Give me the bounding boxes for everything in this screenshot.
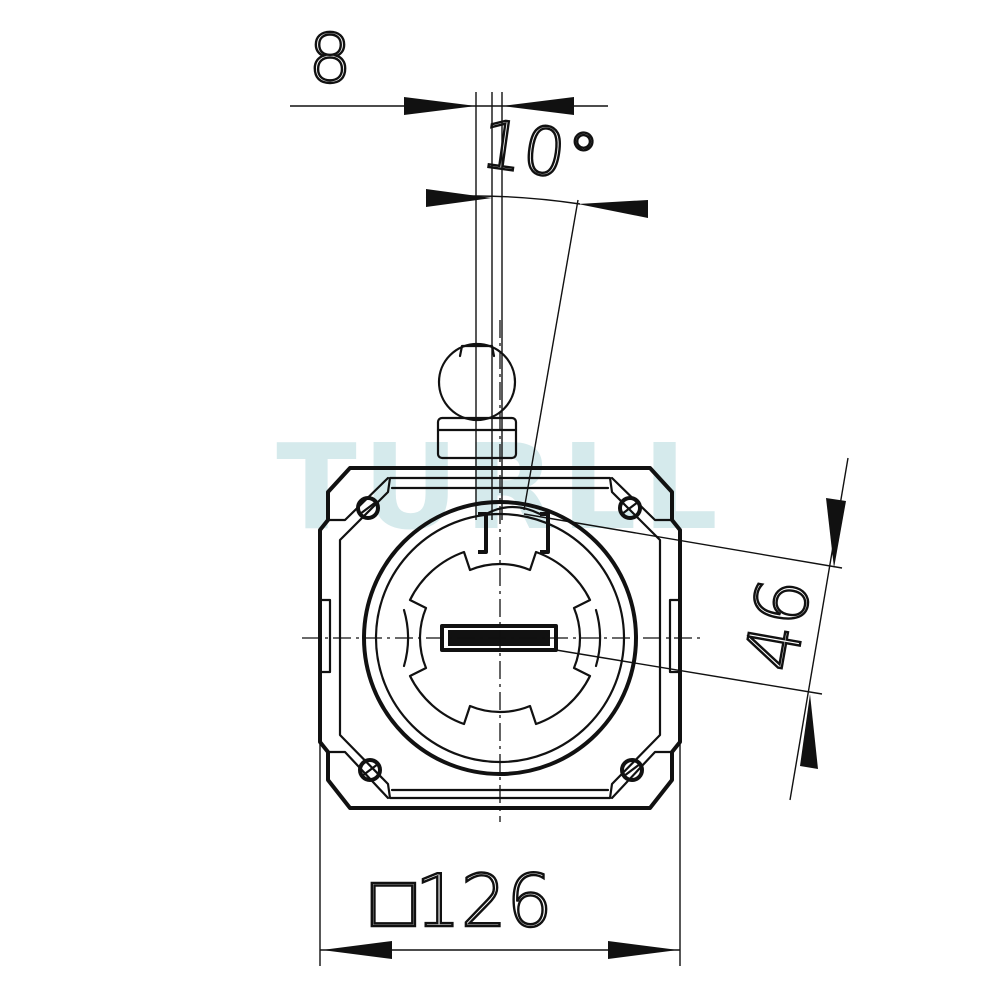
switch-housing — [318, 466, 682, 810]
screw-top-right — [618, 496, 642, 520]
screw-top-left — [356, 496, 380, 520]
dim-8-label: 8 — [308, 20, 351, 99]
dimension-square-126: □126 — [319, 742, 681, 966]
dimension-diameter-46: 46 — [523, 457, 849, 801]
screw-bottom-left — [358, 758, 382, 782]
screw-bottom-right — [620, 758, 644, 782]
dimension-angle-10: 10° — [425, 104, 648, 511]
dimension-offset-8: 8 — [290, 19, 608, 115]
dim-10-label: 10° — [477, 105, 604, 198]
roller-lever — [436, 342, 518, 460]
dim-46-label: 46 — [729, 572, 828, 677]
dim-126-label: □126 — [372, 859, 553, 943]
